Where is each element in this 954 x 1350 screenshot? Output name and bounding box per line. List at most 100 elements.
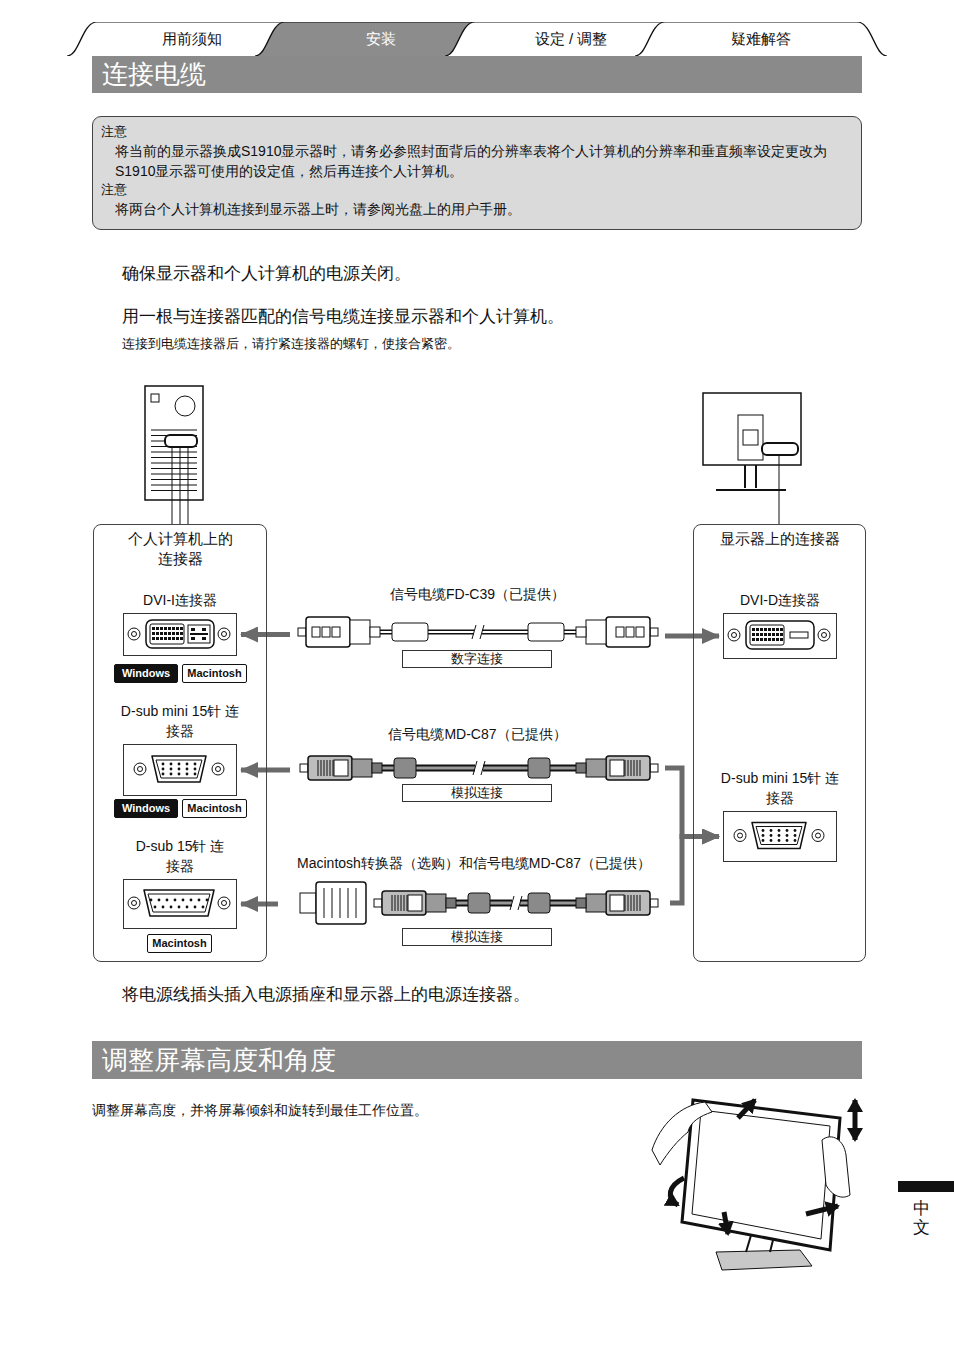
monitor-neck-inner [743, 430, 758, 445]
dvi-pin [768, 633, 771, 636]
dsub-pin [194, 768, 197, 771]
adapter-rib [332, 888, 333, 918]
dvi-pin [764, 633, 767, 636]
ferrite-core [468, 893, 490, 913]
dvi-pin [764, 628, 767, 631]
badgeOn-text: Windows [115, 665, 177, 682]
dsub-pin [778, 839, 781, 842]
tab-node: 设定 / 调整 [445, 22, 697, 56]
dsub-pin [194, 773, 197, 776]
dsub-pin [178, 768, 181, 771]
title-text: 连接电缆 [102, 56, 862, 93]
dvi-shell [146, 620, 214, 648]
plug-screw [650, 899, 658, 907]
screw [134, 763, 146, 775]
down-arrow [724, 1212, 728, 1234]
dvi-pin [776, 638, 779, 641]
plug-ridge [398, 895, 399, 911]
plug-strain-relief [576, 898, 586, 908]
plug-hood [352, 759, 372, 777]
plug-ridge [321, 760, 322, 776]
pc-slot [151, 479, 197, 480]
conn-node: D-sub mini 15针 连接器 [123, 744, 237, 796]
screw-hole [132, 901, 137, 906]
dsub-pin [194, 763, 197, 766]
dsub-shell [152, 756, 206, 782]
pc-slot [151, 490, 197, 491]
dsub-inner [756, 827, 802, 845]
plug-strain-relief [446, 898, 456, 908]
ferrite-core [528, 893, 550, 913]
plug-ridge [628, 760, 629, 776]
screw-hole [822, 633, 827, 638]
dsub-pin [786, 829, 789, 832]
pc-slot [151, 452, 197, 453]
conn-text: DVI-I连接器 [105, 590, 255, 610]
plug-ridge [395, 895, 396, 911]
note-text: 将当前的显示器换成S1910显示器时，请务必参照封面背后的分辨率表将个人计算机的… [101, 141, 851, 181]
leader-line [172, 447, 173, 524]
plug-ridge [634, 760, 635, 776]
tabOn-text: 安装 [255, 22, 507, 56]
dvi-pin [768, 638, 771, 641]
dvi-pin [168, 632, 171, 635]
dvi-pin [776, 628, 779, 631]
tabOn-node: 安装 [255, 22, 507, 56]
dsub-shell [752, 823, 806, 849]
screw [212, 763, 224, 775]
plug [576, 891, 658, 915]
note-text: 注意 [101, 181, 851, 199]
panel-node: 显示器上的连接器DVI-D连接器D-sub mini 15针 连接器 [693, 524, 866, 962]
dvi-pin [756, 628, 759, 631]
ferrite-core [528, 758, 550, 778]
cable-break [510, 896, 522, 910]
dvi-pin [776, 633, 779, 636]
pc-fan [175, 396, 195, 416]
plug-face [610, 760, 624, 776]
connector-arrow [670, 837, 719, 904]
group-node: 信号电缆MD-C87（已提供）模拟连接 [290, 723, 665, 803]
plug [300, 756, 382, 780]
conn-node: D-sub mini 15针 连接器 [723, 811, 837, 862]
lbox-text: 模拟连接 [403, 929, 551, 945]
monitor-screen [692, 1110, 830, 1239]
rotate-arrow [670, 1178, 684, 1205]
plug-ridge [330, 760, 331, 776]
title-band: 连接电缆 [92, 56, 862, 93]
dsub-pin [158, 899, 161, 902]
dvi-pin [764, 638, 767, 641]
dvi-pin [752, 628, 755, 631]
macintosh-adapter [300, 882, 366, 924]
adapter-rib [324, 888, 325, 918]
dsub-pin [166, 899, 169, 902]
dvi-i-icon [128, 620, 230, 648]
dsub-pin [170, 906, 173, 909]
screw-hole [132, 632, 137, 637]
plug-shell [308, 756, 352, 780]
badgeOn-text: Windows [115, 800, 177, 817]
dsub-pin [182, 899, 185, 902]
plug-screw [650, 764, 658, 772]
screw-hole [138, 767, 143, 772]
note-text: 注意 [101, 123, 851, 141]
plug-strain-relief [370, 627, 380, 637]
adapter-rib [356, 888, 357, 918]
plug [576, 617, 658, 647]
plug-face [334, 760, 348, 776]
instruction-text: 将电源线插头插入电源插座和显示器上的电源连接器。 [122, 984, 530, 1006]
screw [128, 628, 140, 640]
analog-cable [374, 891, 658, 915]
note-text: 将两台个人计算机连接到显示器上时，请参阅光盘上的用户手册。 [101, 199, 851, 219]
dvi-pin [760, 638, 763, 641]
dvi-d-icon [728, 621, 830, 649]
tilt-arrow [738, 1100, 755, 1118]
pc-slot [151, 457, 197, 458]
dvi-pin [772, 628, 775, 631]
instruction-text: 连接到电缆连接器后，请拧紧连接器的螺钉，使接合紧密。 [122, 333, 460, 355]
dvi-pin [756, 633, 759, 636]
plug-ridge [404, 895, 405, 911]
conn-text: DVI-D连接器 [705, 590, 855, 610]
dsub-pin [202, 906, 205, 909]
screw-hole [738, 833, 743, 838]
group-node: 信号电缆FD-C39（已提供）数字连接 [290, 583, 665, 671]
